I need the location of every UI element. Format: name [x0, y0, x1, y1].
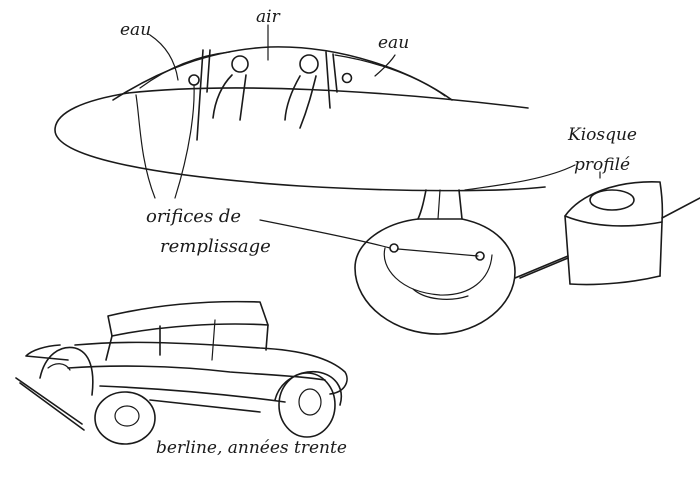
sedan-car: [15, 300, 348, 445]
canopy-strut-left-a: [196, 49, 204, 141]
car-side-line: [74, 341, 348, 395]
leader-filling-b: [174, 84, 195, 199]
leader-filling-a: [135, 94, 156, 199]
mast-left: [417, 189, 427, 220]
airship-canopy-inner: [139, 51, 231, 89]
airship-hull: [54, 92, 546, 192]
leader-filling-c: [259, 219, 391, 249]
pod-inner-curve: [412, 288, 469, 300]
car-front-fender: [39, 346, 94, 396]
leader-lines: [135, 24, 576, 257]
car-bumper-2: [19, 382, 85, 431]
airship: [54, 46, 569, 335]
kiosk-ground: [661, 197, 700, 219]
car-front-wheel: [94, 391, 156, 445]
label-kiosk-2: profilé: [574, 155, 630, 175]
label-kiosk-1: Kiosque: [567, 125, 637, 145]
label-sedan-caption: berline, années trente: [156, 438, 347, 458]
ground-line: [514, 255, 569, 279]
leader-water-left: [149, 34, 179, 81]
leader-kiosk: [464, 164, 576, 191]
passenger-figure-1: [212, 55, 249, 121]
kiosk-top: [564, 181, 664, 227]
leader-filling-d: [397, 248, 479, 257]
kiosk: [519, 171, 700, 286]
car-rear-wheel: [278, 372, 336, 438]
kiosk-ground-left: [519, 257, 569, 279]
car-cabin: [105, 324, 269, 361]
airship-hull-top: [127, 87, 529, 109]
label-water-left: eau: [120, 20, 151, 40]
car-bumper: [15, 377, 83, 425]
car-roof: [107, 300, 269, 337]
kiosk-body-left: [564, 215, 571, 285]
filling-hole-right: [341, 72, 353, 84]
car-running-board: [99, 385, 286, 413]
pod-window: [383, 247, 493, 296]
label-filling-holes-2: remplissage: [160, 236, 271, 257]
passenger-figure-2: [284, 54, 319, 129]
airship-canopy-inner-right: [334, 54, 446, 97]
car-body-lower: [67, 365, 326, 381]
mast-right: [458, 189, 463, 220]
kiosk-body-right: [659, 221, 663, 277]
canopy-strut-right-a: [325, 51, 331, 109]
kiosk-base: [569, 275, 661, 286]
mast-center: [437, 189, 441, 220]
car-headlight: [47, 363, 71, 371]
kiosk-hatch: [589, 189, 635, 211]
canopy-strut-left-b: [206, 49, 211, 93]
canopy-strut-right-b: [332, 53, 338, 93]
filling-hole-left: [188, 74, 200, 86]
leader-water-right: [374, 54, 396, 77]
car-hood: [25, 344, 69, 361]
label-water-right: eau: [378, 33, 409, 53]
car-rear-fender: [274, 371, 342, 406]
label-air: air: [256, 7, 281, 27]
label-filling-holes-1: orifices de: [146, 206, 241, 227]
pod-outline: [354, 218, 516, 335]
car-window-divider: [211, 319, 216, 361]
pod-hole-left: [389, 243, 399, 253]
